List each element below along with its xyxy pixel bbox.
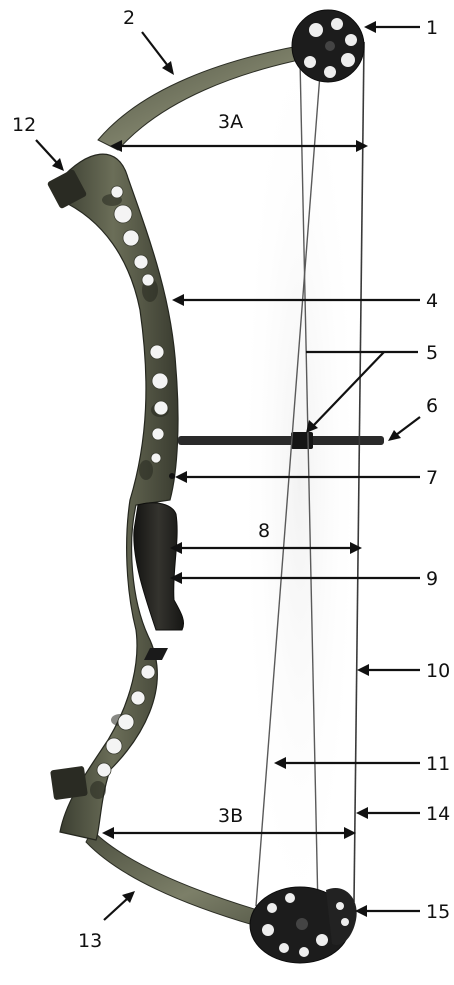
lower-limb-pocket bbox=[50, 766, 88, 800]
label-3a: 3A bbox=[218, 111, 243, 133]
label-8: 8 bbox=[258, 520, 270, 542]
label-11: 11 bbox=[426, 753, 450, 775]
label-12: 12 bbox=[12, 114, 36, 136]
bottom-cam bbox=[250, 887, 357, 963]
label-6: 6 bbox=[426, 395, 438, 417]
background-shade bbox=[240, 10, 360, 950]
label-13: 13 bbox=[78, 930, 102, 952]
label-1: 1 bbox=[426, 17, 438, 39]
label-2: 2 bbox=[123, 7, 135, 29]
top-cam bbox=[292, 10, 364, 82]
cable-guard-rod bbox=[178, 436, 384, 445]
label-5: 5 bbox=[426, 342, 438, 364]
label-3b: 3B bbox=[218, 805, 243, 827]
label-9: 9 bbox=[426, 568, 438, 590]
label-15: 15 bbox=[426, 901, 450, 923]
label-7: 7 bbox=[426, 467, 438, 489]
riser bbox=[60, 154, 178, 840]
label-14: 14 bbox=[426, 803, 450, 825]
label-10: 10 bbox=[426, 660, 450, 682]
arrow-rest bbox=[169, 473, 175, 479]
label-4: 4 bbox=[426, 290, 438, 312]
cable-slide bbox=[291, 432, 313, 449]
grip bbox=[134, 503, 184, 630]
